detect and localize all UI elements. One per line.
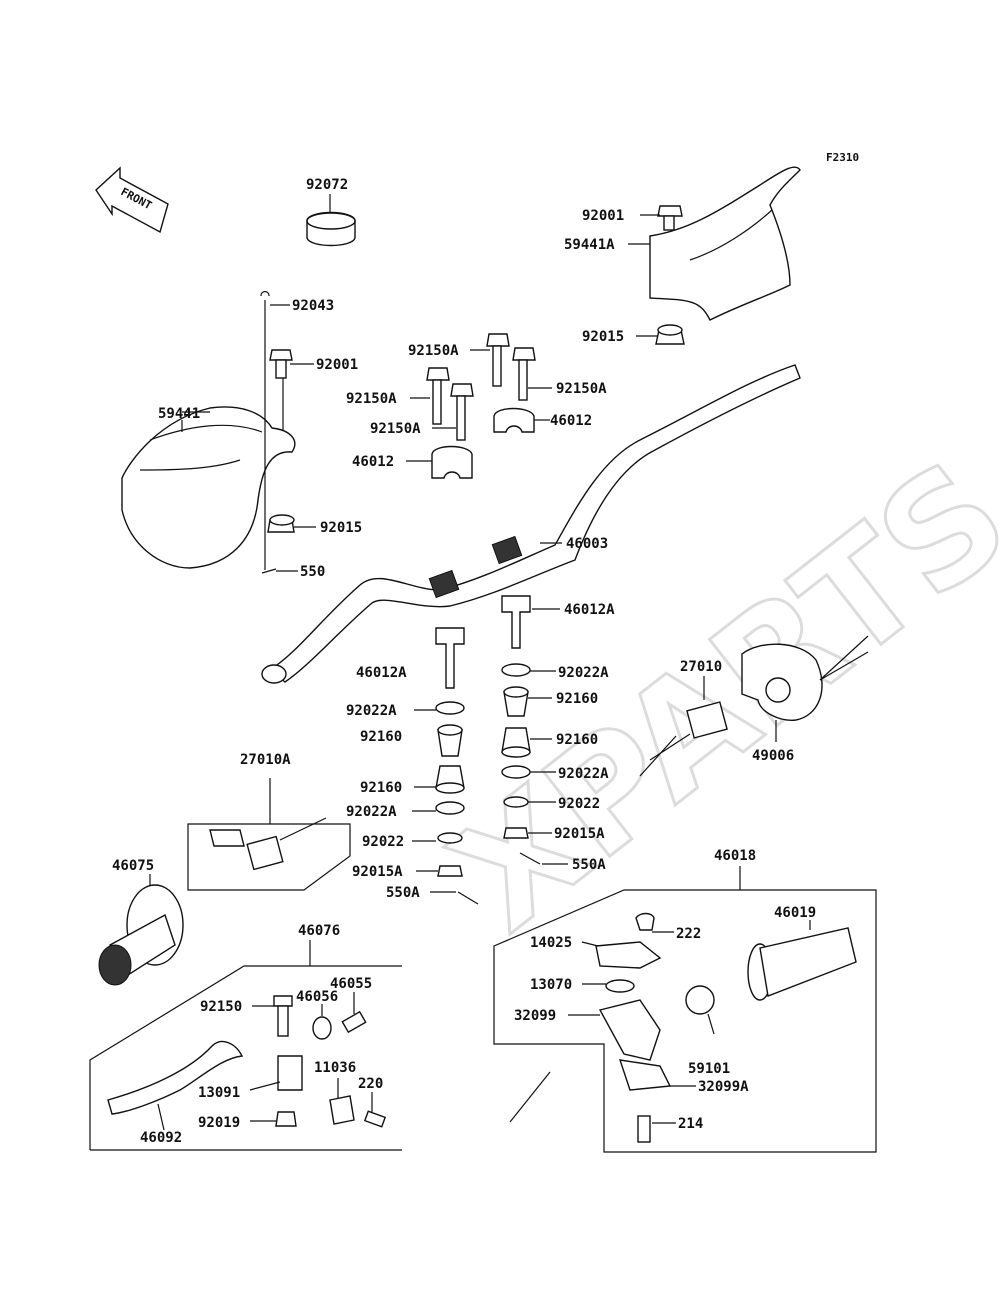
label-46055: 46055	[330, 976, 372, 992]
label-27010: 27010	[680, 659, 722, 675]
left-grip-part	[98, 884, 184, 986]
label-92001-left: 92001	[316, 357, 358, 373]
front-arrow-icon: FRONT	[95, 166, 169, 234]
figure-code: F2310	[826, 151, 859, 164]
label-46012A-left: 46012A	[356, 665, 407, 681]
label-46012A-right: 46012A	[564, 602, 615, 618]
label-46012-2: 46012	[352, 454, 394, 470]
clamp-bolts	[426, 333, 536, 441]
label-46018: 46018	[714, 848, 756, 864]
label-92015A-left: 92015A	[352, 864, 403, 880]
label-92160-4: 92160	[360, 780, 402, 796]
label-46012-1: 46012	[550, 413, 592, 429]
label-32099A: 32099A	[698, 1079, 749, 1095]
label-92015-left: 92015	[320, 520, 362, 536]
label-92022A-1: 92022A	[558, 665, 609, 681]
label-59101: 59101	[688, 1061, 730, 1077]
label-92022A-4: 92022A	[346, 804, 397, 820]
label-92015A-right: 92015A	[554, 826, 605, 842]
label-46019: 46019	[774, 905, 816, 921]
leader-lines	[149, 194, 811, 1131]
label-59441: 59441	[158, 406, 200, 422]
lever-46076-box	[89, 940, 402, 1151]
label-46003: 46003	[566, 536, 608, 552]
label-92001-right: 92001	[582, 208, 624, 224]
label-550A-left: 550A	[386, 885, 420, 901]
label-92015-right: 92015	[582, 329, 624, 345]
left-damper-stack	[435, 701, 479, 905]
label-59441A: 59441A	[564, 237, 615, 253]
label-92022A-2: 92022A	[346, 703, 397, 719]
lower-holder-right	[501, 595, 531, 649]
label-14025: 14025	[530, 935, 572, 951]
label-92160-1: 92160	[556, 691, 598, 707]
throttle-housing-part	[741, 635, 869, 721]
right-switch-part	[639, 701, 728, 777]
label-214: 214	[678, 1116, 703, 1132]
handlebar-tube	[261, 364, 801, 684]
clamp-ring-part	[306, 211, 356, 247]
label-11036: 11036	[314, 1060, 356, 1076]
label-92150A-1: 92150A	[408, 343, 459, 359]
label-222: 222	[676, 926, 701, 942]
label-92022A-3: 92022A	[558, 766, 609, 782]
label-550: 550	[300, 564, 325, 580]
label-92150: 92150	[200, 999, 242, 1015]
label-92150A-3: 92150A	[346, 391, 397, 407]
label-27010A: 27010A	[240, 752, 291, 768]
label-46076: 46076	[298, 923, 340, 939]
label-49006: 49006	[752, 748, 794, 764]
switch-27010A-box	[187, 778, 351, 891]
label-46075: 46075	[112, 858, 154, 874]
label-92150A-4: 92150A	[370, 421, 421, 437]
left-fasteners	[260, 290, 295, 574]
label-92022-right: 92022	[558, 796, 600, 812]
label-92019: 92019	[198, 1115, 240, 1131]
right-handguard-part	[649, 166, 801, 345]
lower-holder-left	[435, 627, 465, 689]
label-92022-left: 92022	[362, 834, 404, 850]
label-92160-3: 92160	[556, 732, 598, 748]
label-550A-right: 550A	[572, 857, 606, 873]
label-92043: 92043	[292, 298, 334, 314]
right-damper-stack	[501, 663, 541, 865]
label-92150A-2: 92150A	[556, 381, 607, 397]
label-32099: 32099	[514, 1008, 556, 1024]
label-46056: 46056	[296, 989, 338, 1005]
label-13091: 13091	[198, 1085, 240, 1101]
label-46092: 46092	[140, 1130, 182, 1146]
left-handguard-part	[121, 406, 296, 569]
label-92072: 92072	[306, 177, 348, 193]
label-220: 220	[358, 1076, 383, 1092]
label-92160-2: 92160	[360, 729, 402, 745]
throttle-46018-box	[493, 866, 877, 1153]
label-13070: 13070	[530, 977, 572, 993]
upper-clamps	[431, 407, 535, 479]
